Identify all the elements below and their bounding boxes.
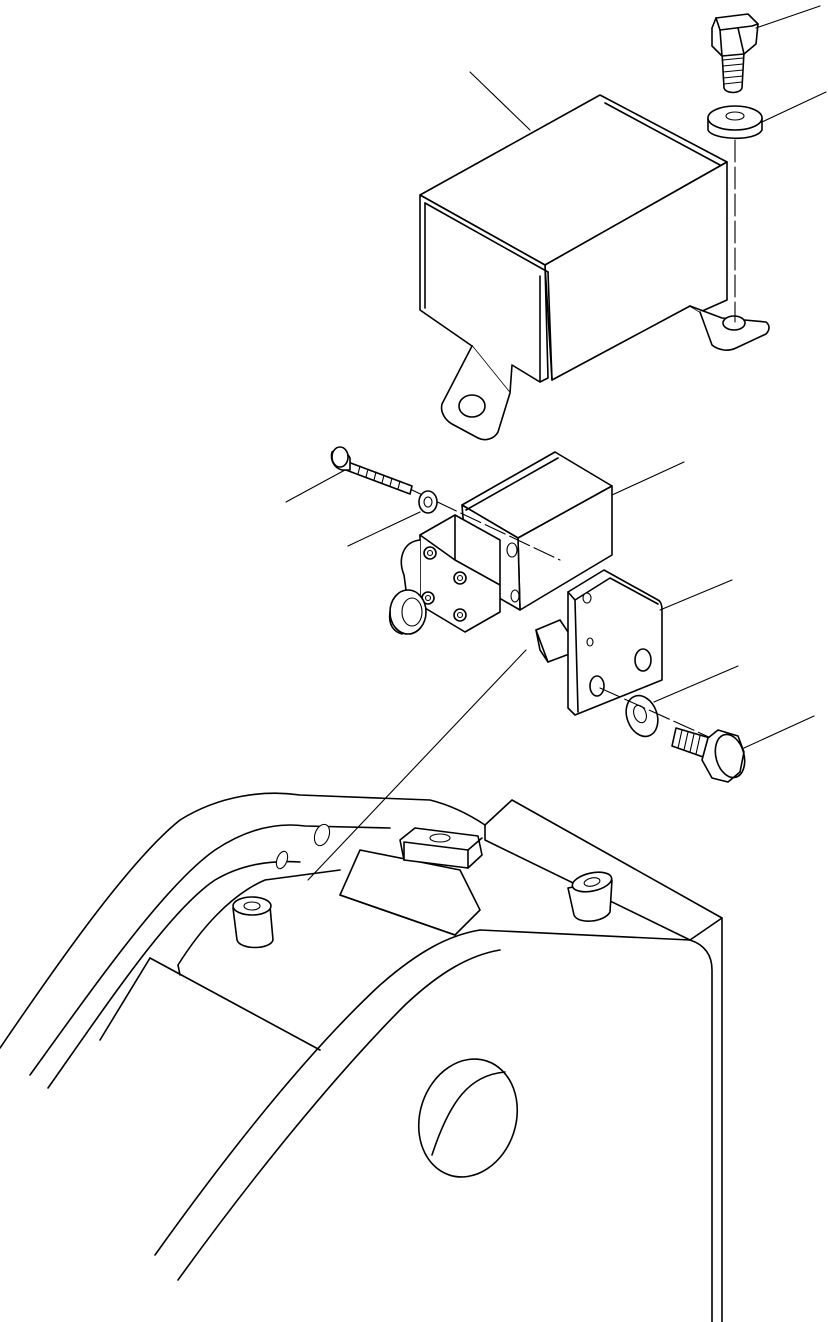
bracket-washer bbox=[599, 665, 739, 743]
cover-bolt bbox=[711, 5, 821, 94]
limit-switch bbox=[388, 451, 685, 635]
switch-washer bbox=[347, 490, 438, 547]
cover-washer bbox=[707, 91, 827, 323]
frame-structure bbox=[0, 792, 723, 1322]
cover-box bbox=[419, 71, 770, 441]
bracket-bolt bbox=[671, 715, 815, 783]
mounting-bracket bbox=[307, 569, 733, 881]
